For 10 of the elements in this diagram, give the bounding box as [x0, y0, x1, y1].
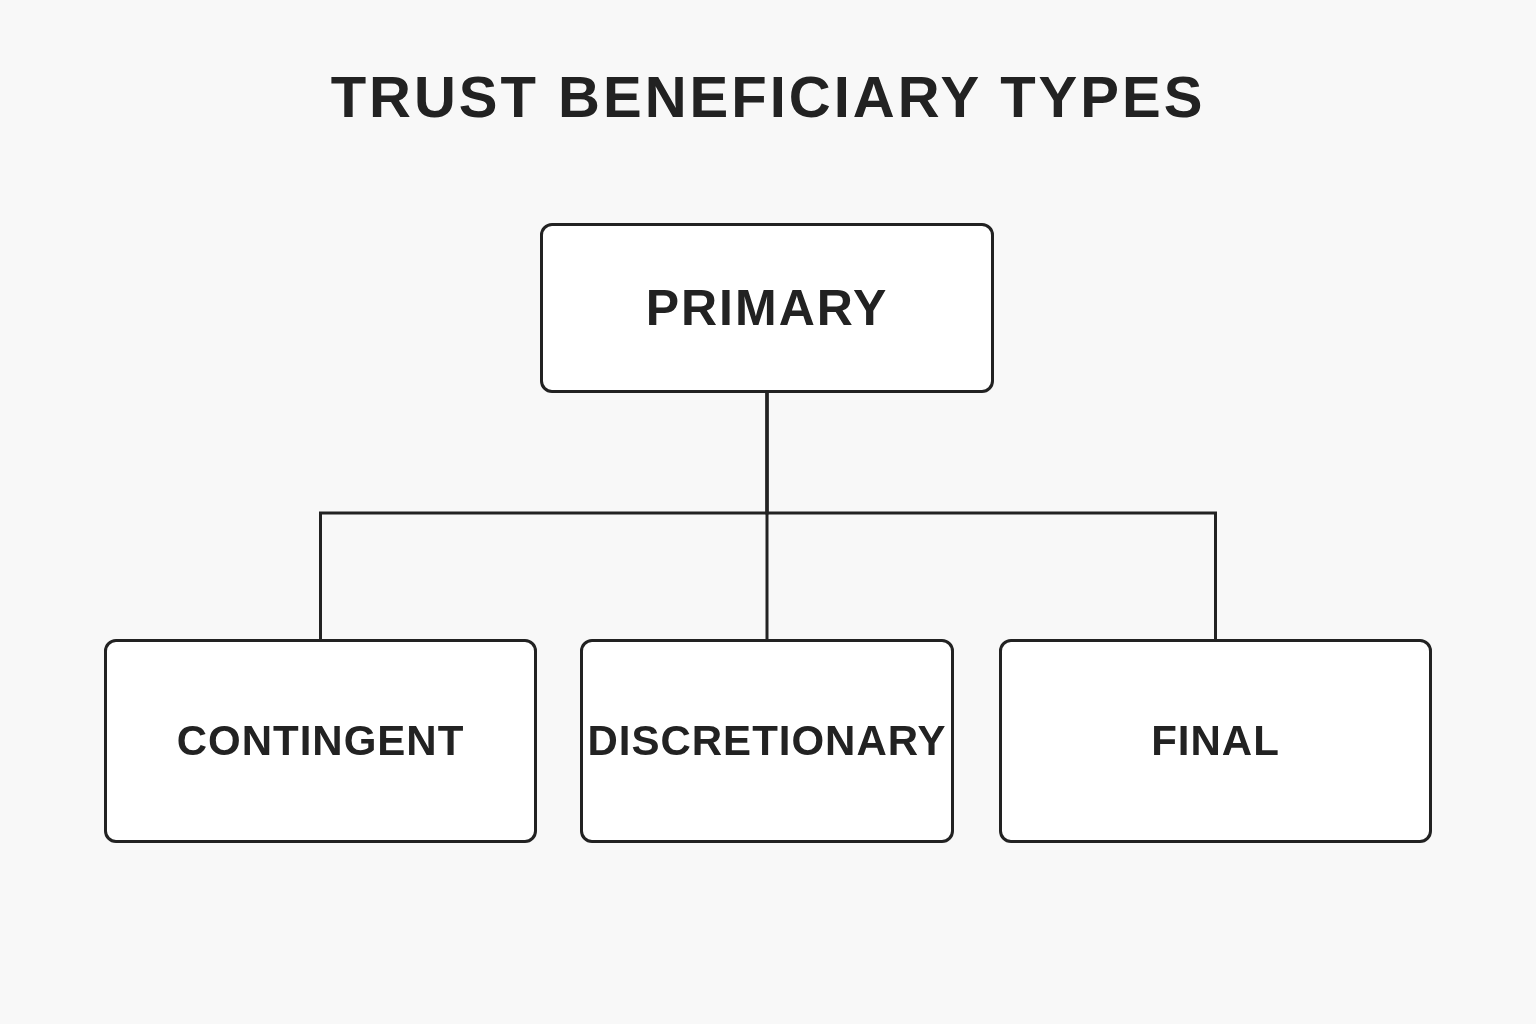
category-box — [580, 639, 954, 843]
box-label: DISCRETIONARY — [587, 720, 947, 762]
box-label: CONTINGENT — [176, 720, 465, 762]
box-label: PRIMARY — [645, 283, 889, 333]
category-box — [999, 639, 1432, 843]
diagram-title: TRUST BENEFICIARY TYPES — [330, 68, 1206, 126]
box-label: FINAL — [1151, 720, 1280, 762]
connector-line — [765, 393, 1217, 639]
category-box — [104, 639, 537, 843]
category-box — [540, 223, 994, 393]
